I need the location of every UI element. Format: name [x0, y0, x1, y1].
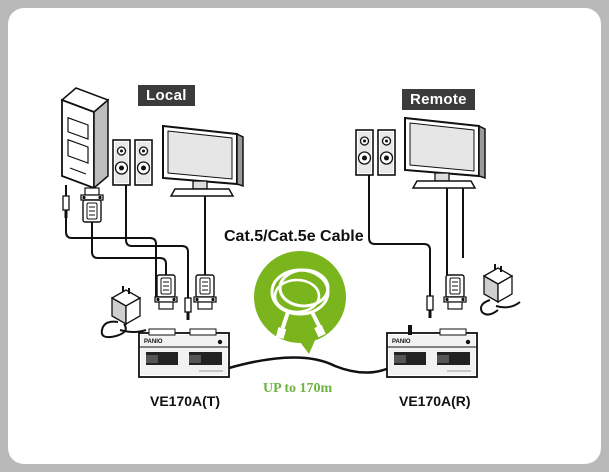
audio-plug-icon [426, 295, 434, 318]
monitor-icon [404, 117, 486, 189]
power-adapter-icon [111, 285, 141, 325]
pc-tower-icon [60, 87, 110, 190]
transmitter-label: VE170A(T) [150, 393, 221, 409]
cable-type-label: Cat.5/Cat.5e Cable [222, 228, 366, 246]
device-brand-logo: PANIO [392, 339, 411, 345]
monitor-icon [162, 125, 244, 197]
device-port [189, 328, 217, 336]
vga-connector-icon [193, 274, 217, 310]
speaker-icon [112, 139, 131, 186]
device-brand-logo: PANIO [144, 339, 163, 345]
cat5-cable-line [228, 356, 390, 374]
audio-plug-icon [62, 185, 70, 218]
receiver-label: VE170A(R) [399, 393, 471, 409]
speaker-icon [134, 139, 153, 186]
device-port [148, 328, 176, 336]
device-port [408, 325, 412, 335]
vga-connector-icon [443, 274, 467, 310]
vga-connector-icon [154, 274, 178, 310]
local-label: Local [138, 85, 195, 106]
remote-label: Remote [402, 89, 475, 110]
speaker-icon [377, 129, 396, 176]
cable-coil-icon [254, 251, 346, 354]
power-adapter-icon [483, 263, 513, 303]
device-port [439, 328, 467, 336]
audio-plug-icon [184, 297, 192, 320]
vga-connector-icon [80, 187, 104, 223]
speaker-icon [355, 129, 374, 176]
distance-label: UP to 170m [263, 381, 333, 396]
